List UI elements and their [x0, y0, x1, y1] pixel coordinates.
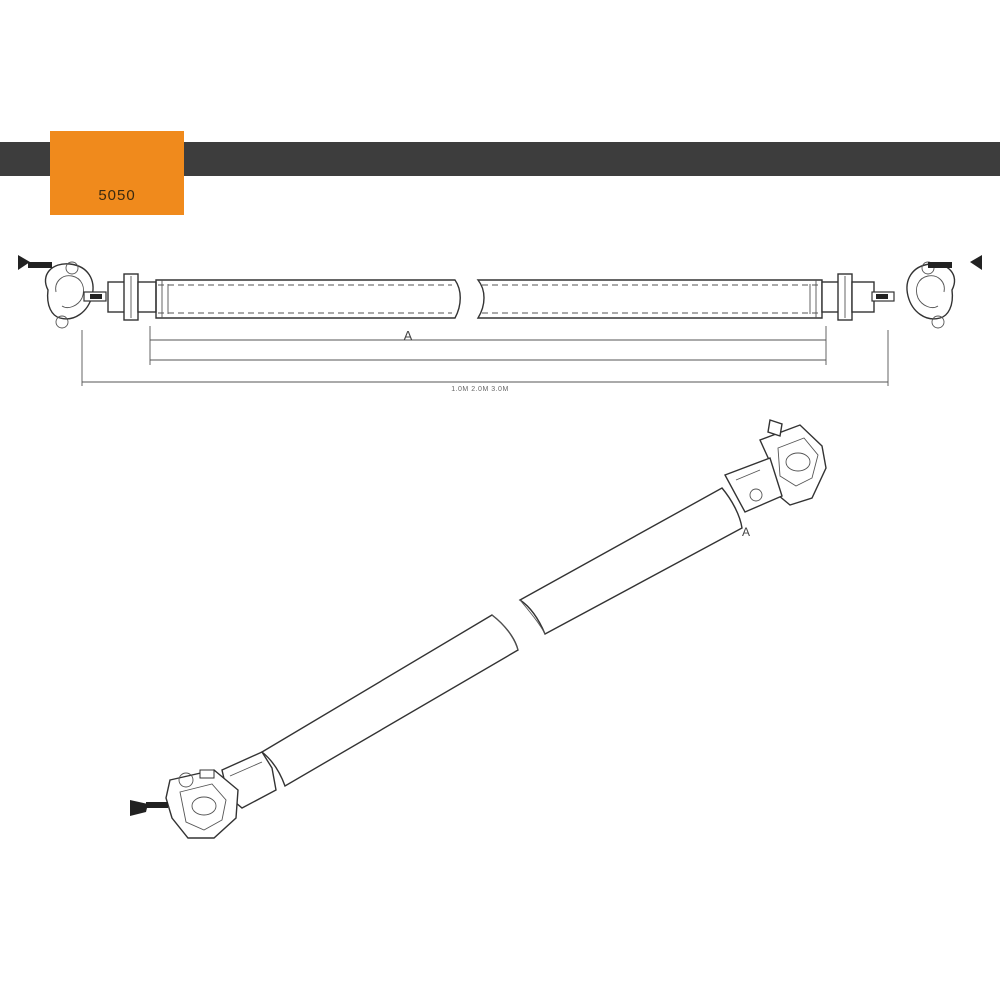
product-code-tag — [50, 131, 184, 215]
elevation-view: A — [18, 255, 982, 386]
inner-length-marker: A — [404, 328, 413, 343]
iso-tube-upper — [518, 487, 743, 635]
iso-upper-clamp — [724, 419, 827, 513]
iso-lower-clamp — [130, 751, 277, 839]
isometric-view — [130, 419, 827, 839]
tube-left-segment — [155, 279, 461, 319]
iso-tube-lower — [260, 614, 519, 788]
dimension-lines — [81, 326, 889, 386]
tube-right-segment — [476, 279, 823, 319]
product-code: 5050 — [98, 187, 136, 204]
left-clamp — [18, 255, 157, 329]
iso-length-marker: A — [742, 525, 750, 539]
right-clamp — [821, 255, 982, 329]
overall-length-label: 1.0M 2.0M 3.0M — [451, 386, 509, 393]
